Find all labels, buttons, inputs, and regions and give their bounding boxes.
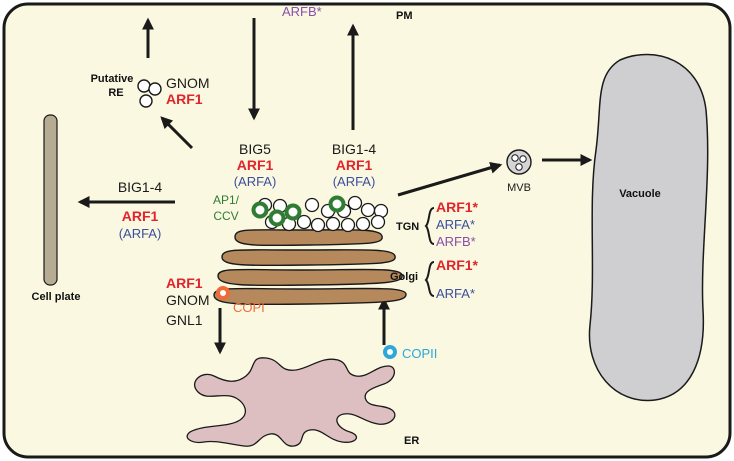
big5-label: BIG5 (239, 141, 271, 157)
pm-label: PM (396, 10, 413, 22)
ap1-label-2: CCV (213, 209, 238, 223)
vacuole-icon (588, 53, 709, 402)
er-icon (186, 357, 396, 447)
tgn-arfb-label: ARFB* (436, 234, 476, 249)
golgi-stack-icon (213, 229, 407, 306)
center-arf1-label: ARF1 (336, 157, 373, 173)
copii-vesicle-icon (383, 345, 397, 359)
copii-label: COPII (402, 346, 437, 361)
copi-label: COPI (233, 300, 265, 315)
ap1-label-1: AP1/ (213, 193, 240, 207)
tgn-arfa-label: ARFA* (436, 217, 475, 232)
golgi-arfa-label: ARFA* (436, 286, 475, 301)
arrow-tgn-to-mvb (397, 161, 503, 197)
putative-re-label-2: RE (108, 87, 123, 99)
left-arfa-label: (ARFA) (119, 226, 162, 241)
golgi-arf1-label: ARF1* (436, 257, 479, 273)
golgi-label: Golgi (390, 271, 418, 283)
tgn-label: TGN (396, 221, 419, 233)
big5-arf1-label: ARF1 (237, 157, 274, 173)
big5-arfa-label: (ARFA) (234, 174, 277, 189)
clathrin-coated-vesicle-icon (251, 195, 346, 227)
tgn-arf1-label: ARF1* (436, 199, 479, 215)
tgn-brace (424, 207, 435, 245)
copi-gnl1-label: GNL1 (166, 312, 203, 328)
cell-plate-icon (43, 114, 58, 286)
copi-arf1-label: ARF1 (166, 275, 203, 291)
vacuole-label: Vacuole (619, 188, 661, 200)
arfb-top-label: ARFB* (282, 4, 322, 19)
big14-center-label: BIG1-4 (332, 141, 377, 157)
mvb-label: MVB (507, 182, 531, 194)
center-arfa-label: (ARFA) (333, 174, 376, 189)
mvb-icon (506, 149, 532, 175)
arrow-tgn-to-re (160, 116, 194, 150)
golgi-brace (424, 261, 435, 297)
cell-plate-label: Cell plate (32, 291, 81, 303)
copi-gnom-label: GNOM (166, 292, 210, 308)
re-arf1-label: ARF1 (166, 91, 203, 107)
re-gnom-label: GNOM (166, 75, 210, 91)
copi-vesicle-icon (216, 286, 230, 300)
putative-re-label-1: Putative (91, 73, 134, 85)
left-arf1-label: ARF1 (122, 208, 159, 224)
left-big14-label: BIG1-4 (118, 179, 163, 195)
er-label: ER (404, 435, 419, 447)
re-vesicle-cluster-icon (137, 79, 162, 108)
